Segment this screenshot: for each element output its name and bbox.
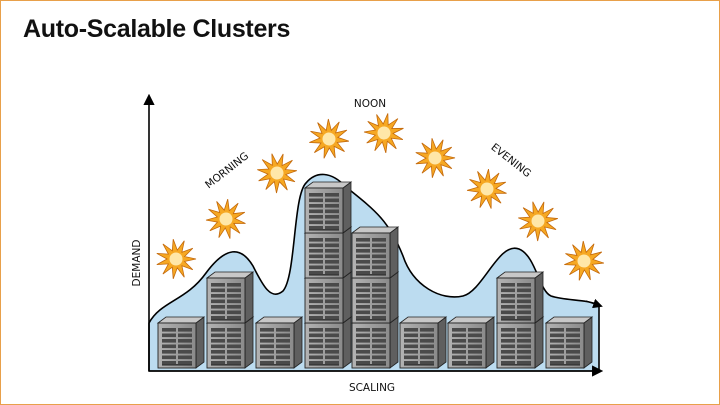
y-axis-label: DEMAND (131, 240, 143, 287)
server-stack (446, 316, 496, 369)
server-stack (205, 271, 255, 369)
server-rack-icon (350, 271, 400, 324)
sun-burst-icon (363, 113, 404, 154)
noon-label: NOON (354, 98, 386, 110)
server-rack-icon (350, 226, 400, 279)
server-stack (398, 316, 448, 369)
server-stack (254, 316, 304, 369)
server-rack-icon (398, 316, 448, 369)
demand-curve-arrowhead (585, 298, 603, 309)
server-stack (303, 181, 353, 369)
server-rack-icon (495, 271, 545, 324)
server-rack-icon (303, 271, 353, 324)
sun-burst-icon (564, 240, 605, 281)
sun-burst-icon (415, 138, 456, 178)
server-stack (495, 271, 545, 369)
server-rack-icon (303, 226, 353, 279)
server-rack-icon (205, 316, 255, 369)
server-rack-icon (303, 181, 353, 234)
server-rack-icon (254, 316, 304, 369)
evening-label: EVENING (488, 141, 533, 180)
server-stack (350, 226, 400, 369)
server-rack-icon (156, 316, 206, 369)
server-rack-icon (544, 316, 594, 369)
sun-burst-icon (466, 168, 507, 209)
server-rack-icon (303, 316, 353, 369)
sun-burst-icon (156, 239, 197, 279)
sun-burst-icon (257, 153, 297, 194)
server-stack (544, 316, 594, 369)
server-rack-icon (495, 316, 545, 369)
sun-burst-icon (309, 118, 349, 159)
server-rack-icon (350, 316, 400, 369)
sun-burst-icon (518, 201, 558, 242)
server-rack-icon (446, 316, 496, 369)
morning-label: MORNING (203, 150, 251, 191)
server-stacks (156, 181, 594, 369)
server-rack-icon (205, 271, 255, 324)
x-axis-label: SCALING (349, 382, 395, 394)
sun-arc (156, 113, 605, 281)
slide-title: Auto-Scalable Clusters (23, 15, 291, 43)
sun-burst-icon (205, 198, 246, 239)
server-stack (156, 316, 206, 369)
